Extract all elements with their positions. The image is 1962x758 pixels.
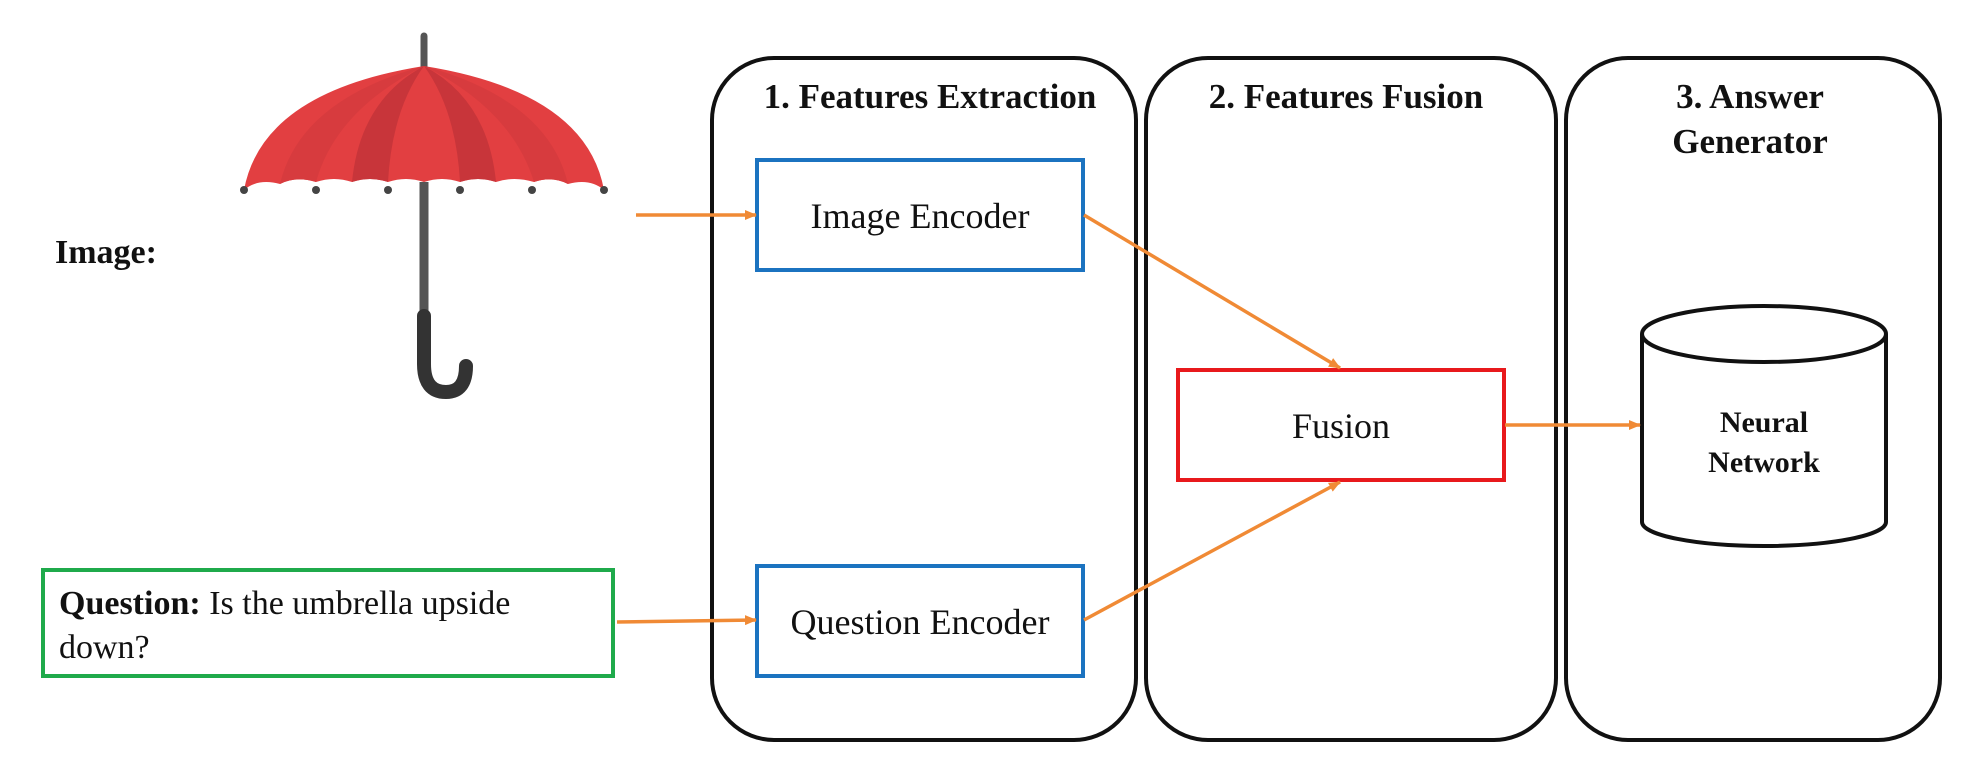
neural-network-cylinder: Neural Network	[1640, 304, 1888, 548]
stage-title-features-fusion: 2. Features Fusion	[1209, 77, 1484, 116]
question-prefix: Question:	[59, 585, 201, 622]
stage-title-features-extraction: 1. Features Extraction	[764, 77, 1097, 116]
neural-network-label-line2: Network	[1708, 446, 1820, 479]
stage-box-features-extraction	[710, 56, 1138, 742]
stage-box-features-fusion	[1144, 56, 1558, 742]
stage-box-answer-generator	[1564, 56, 1942, 742]
stage-title-answer-generator-line2: Generator	[1672, 122, 1827, 161]
stage-title-answer-generator-line1: 3. Answer	[1676, 77, 1824, 116]
arrow-question-encoder-to-fusion	[1083, 480, 1341, 622]
fusion-label: Fusion	[1292, 406, 1390, 446]
image-label: Image:	[55, 234, 157, 271]
question-encoder-label: Question Encoder	[791, 602, 1050, 642]
arrow-image-encoder-to-fusion	[1083, 213, 1341, 370]
umbrella-icon	[240, 32, 608, 400]
question-box: Question: Is the umbrella upside down?	[41, 568, 615, 678]
arrow-question-to-question-encoder	[616, 615, 757, 626]
image-encoder-label: Image Encoder	[811, 196, 1030, 236]
neural-network-label-line1: Neural	[1720, 406, 1808, 439]
image-encoder-box	[755, 158, 1085, 272]
fusion-box	[1176, 368, 1506, 482]
question-encoder-box	[755, 564, 1085, 678]
question-text: Is the umbrella upside down?	[59, 585, 511, 666]
